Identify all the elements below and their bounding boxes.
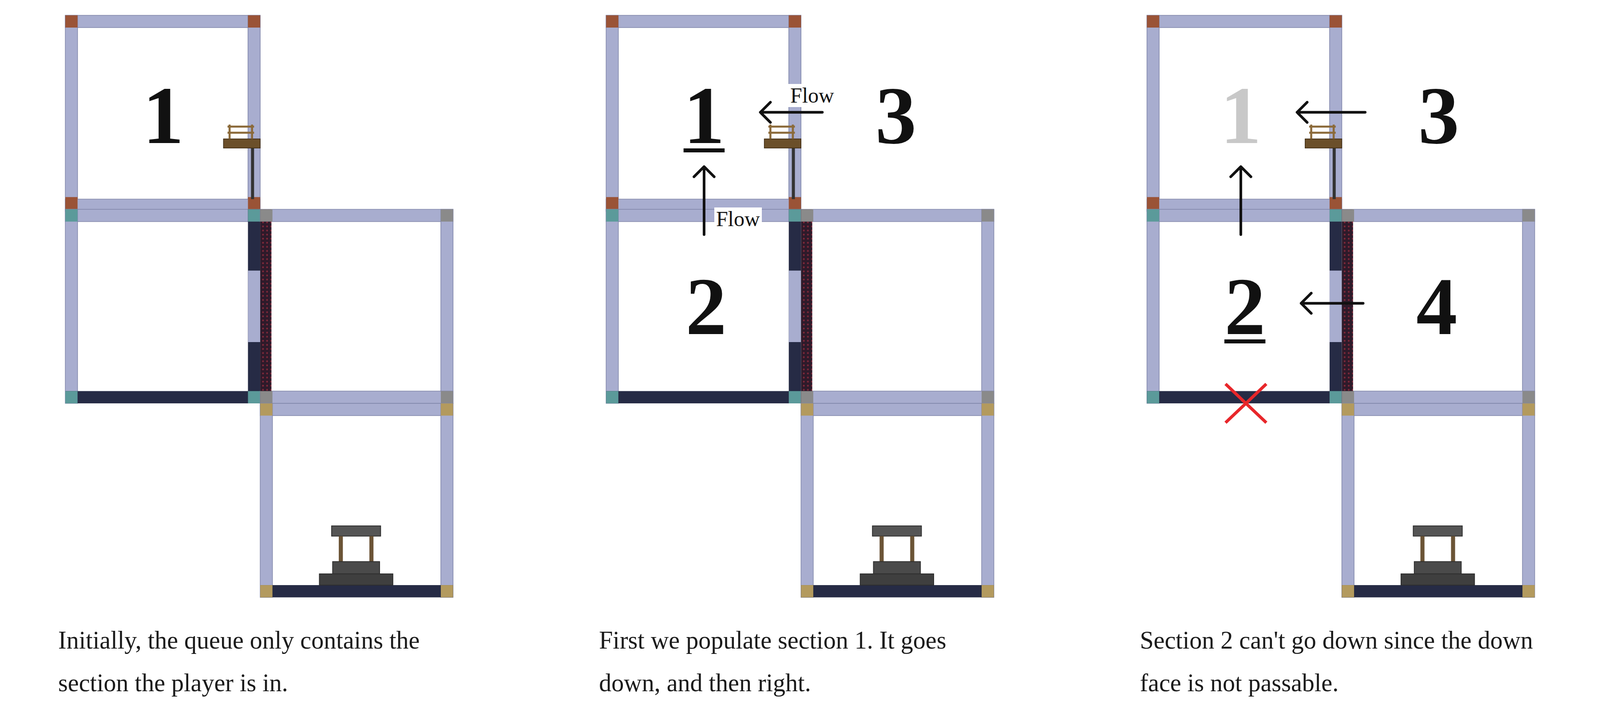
step-caption: First we populate section 1. It goes dow… xyxy=(598,618,999,704)
step-caption: Initially, the queue only contains the s… xyxy=(58,618,458,704)
section-node: 1 xyxy=(1220,74,1262,157)
section-node: 3 xyxy=(1418,74,1460,157)
arrow-line xyxy=(1297,102,1366,123)
section-number: 3 xyxy=(875,74,917,157)
sections-frame xyxy=(605,15,994,597)
flow-arrow xyxy=(693,166,715,235)
sections-frame xyxy=(65,15,453,597)
section-number: 3 xyxy=(1418,74,1460,157)
section-node: 3 xyxy=(875,74,917,157)
step-caption: Section 2 can't go down since the down f… xyxy=(1139,618,1540,704)
section-node: 4 xyxy=(1416,265,1458,348)
edge-label: Flow xyxy=(714,207,762,231)
section-number: 2 xyxy=(1224,265,1266,348)
blocked-cross xyxy=(1225,383,1267,423)
flow-arrow xyxy=(1297,102,1366,123)
edge-label: Flow xyxy=(788,83,836,108)
arrow-line xyxy=(1230,166,1252,235)
section-number: 1 xyxy=(1220,74,1262,157)
section-number: 1 xyxy=(683,74,725,157)
section-number: 4 xyxy=(1416,265,1458,348)
arrow-line xyxy=(693,166,715,235)
section-node: 2 xyxy=(1224,265,1266,348)
section-node: 2 xyxy=(685,265,727,348)
section-number: 1 xyxy=(142,74,185,157)
flow-arrow xyxy=(1230,166,1252,235)
flow-arrow xyxy=(1301,293,1364,314)
section-node: 1 xyxy=(142,74,185,157)
sections-frame xyxy=(1146,15,1535,597)
section-number: 2 xyxy=(685,265,727,348)
section-node: 1 xyxy=(683,74,725,157)
arrow-line xyxy=(1301,293,1364,314)
